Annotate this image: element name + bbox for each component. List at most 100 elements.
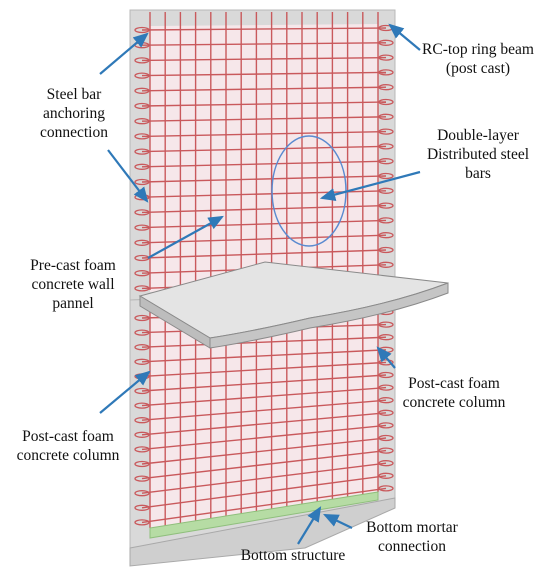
lower-horizontal-bar xyxy=(141,412,387,436)
upper-horizontal-bar xyxy=(141,101,387,107)
lower-anchor-loop xyxy=(134,504,150,511)
label-steel-bar-anchoring: Steel bar anchoring connection xyxy=(39,86,108,141)
lower-anchor-loop xyxy=(134,329,150,336)
upper-anchor-loop xyxy=(134,26,150,34)
lower-anchor-loop xyxy=(378,485,394,492)
lower-horizontal-bar xyxy=(141,437,387,465)
lower-anchor-loop xyxy=(134,417,150,424)
upper-anchor-loop xyxy=(378,261,394,268)
upper-anchor-loop xyxy=(134,72,150,79)
upper-horizontal-bar xyxy=(141,219,387,229)
slab-front xyxy=(209,282,449,349)
leader-postcast-column-right xyxy=(376,346,396,369)
upper-horizontal-bar xyxy=(141,71,387,77)
lower-horizontal-bar xyxy=(141,449,387,480)
upper-anchor-loop xyxy=(134,270,150,277)
upper-anchor-loop xyxy=(378,113,394,120)
upper-anchor-loop xyxy=(134,224,150,231)
leader-top-left-anchor xyxy=(99,32,149,75)
lower-horizontal-bar xyxy=(141,462,387,494)
leader-arrows xyxy=(99,23,421,545)
upper-horizontal-bar xyxy=(141,204,387,214)
lower-anchor-loop xyxy=(378,371,394,379)
slab-side xyxy=(139,295,211,349)
upper-anchor-loop xyxy=(134,285,150,292)
upper-anchor-loop xyxy=(378,39,394,46)
lower-anchor-loop xyxy=(378,472,394,479)
lower-anchor-loop xyxy=(378,397,394,404)
upper-anchor-loop xyxy=(378,98,394,106)
label-bottom-structure: Bottom structure xyxy=(240,547,346,564)
leader-bottom-mortar xyxy=(323,514,353,529)
upper-anchor-loop xyxy=(378,69,394,76)
lower-anchor-loop xyxy=(134,387,150,395)
lower-horizontal-bar xyxy=(141,386,387,407)
upper-anchor-loop xyxy=(378,187,394,194)
leader-precast-panel xyxy=(147,215,224,259)
lower-anchor-loop xyxy=(134,431,150,438)
label-postcast-column-right: Post-cast foam concrete column xyxy=(402,375,506,411)
upper-anchor-loop xyxy=(378,202,394,209)
lower-horizontal-bar xyxy=(141,349,387,363)
upper-anchor-loop xyxy=(378,158,394,165)
leader-rc-top-ring-beam xyxy=(388,23,421,51)
upper-anchor-loop xyxy=(378,54,394,61)
upper-horizontal-bar xyxy=(141,86,387,92)
lower-anchor-loop xyxy=(134,358,150,365)
lower-horizontal-bar xyxy=(141,399,387,421)
lower-anchor-loop xyxy=(134,446,150,453)
label-postcast-column-left: Post-cast foam concrete column xyxy=(16,428,120,464)
lower-anchor-loop xyxy=(378,409,394,416)
lower-anchor-loop xyxy=(378,334,394,341)
leader-steel-bar-anchoring xyxy=(107,149,149,203)
upper-horizontal-bar xyxy=(141,116,387,122)
upper-horizontal-bar xyxy=(141,145,387,153)
lower-anchor-loop xyxy=(134,490,150,497)
cantilever-slab xyxy=(138,261,449,349)
label-rc-top-ring-beam: RC-top ring beam (post cast) xyxy=(422,41,534,77)
upper-horizontal-bar xyxy=(141,130,387,138)
upper-horizontal-bar xyxy=(141,42,387,46)
upper-anchor-loop xyxy=(134,178,150,186)
lower-anchor-loop xyxy=(378,384,394,391)
lower-horizontal-bar xyxy=(141,361,387,378)
lower-anchor-loop xyxy=(134,460,150,468)
upper-anchor-loop xyxy=(134,118,150,125)
upper-anchor-loop xyxy=(134,133,150,140)
lower-anchor-loop xyxy=(378,434,394,442)
lower-anchor-loop xyxy=(134,314,150,322)
lower-anchor-loop xyxy=(378,321,394,328)
lower-horizontal-bar xyxy=(141,374,387,392)
upper-anchor-loop xyxy=(378,217,394,224)
upper-anchor-loop xyxy=(134,57,150,64)
leader-double-layer-bars xyxy=(319,170,421,201)
lower-anchor-loop xyxy=(134,475,150,482)
upper-anchor-loop xyxy=(134,239,150,246)
label-precast-panel: Pre-cast foam concrete wall pannel xyxy=(30,257,116,312)
upper-anchor-loop xyxy=(134,102,150,110)
lower-anchor-loop xyxy=(134,344,150,351)
lower-anchor-loop xyxy=(134,402,150,409)
leader-postcast-column-left xyxy=(99,370,151,414)
upper-anchor-loop xyxy=(134,209,150,216)
upper-anchor-loop xyxy=(134,87,150,94)
upper-anchor-loop xyxy=(378,84,394,91)
upper-horizontal-bar xyxy=(141,160,387,168)
lower-anchor-loop xyxy=(134,519,150,526)
upper-anchor-loop xyxy=(378,143,394,150)
label-double-layer-bars: Double-layer Distributed steel bars xyxy=(426,127,530,182)
lower-anchor-loop xyxy=(378,460,394,467)
upper-horizontal-bar xyxy=(141,27,387,31)
upper-anchor-loop xyxy=(378,128,394,135)
lower-horizontal-bar xyxy=(141,487,387,524)
label-bottom-mortar: Bottom mortar connection xyxy=(366,519,458,555)
upper-horizontal-bar xyxy=(141,234,387,244)
lower-horizontal-bar xyxy=(141,424,387,451)
upper-anchor-loop xyxy=(378,232,394,239)
upper-wall-panel xyxy=(129,9,396,301)
upper-anchor-loop xyxy=(378,246,394,254)
upper-anchor-loop xyxy=(134,148,150,155)
lower-anchor-loop xyxy=(378,422,394,429)
lower-wall-panel xyxy=(129,291,396,567)
